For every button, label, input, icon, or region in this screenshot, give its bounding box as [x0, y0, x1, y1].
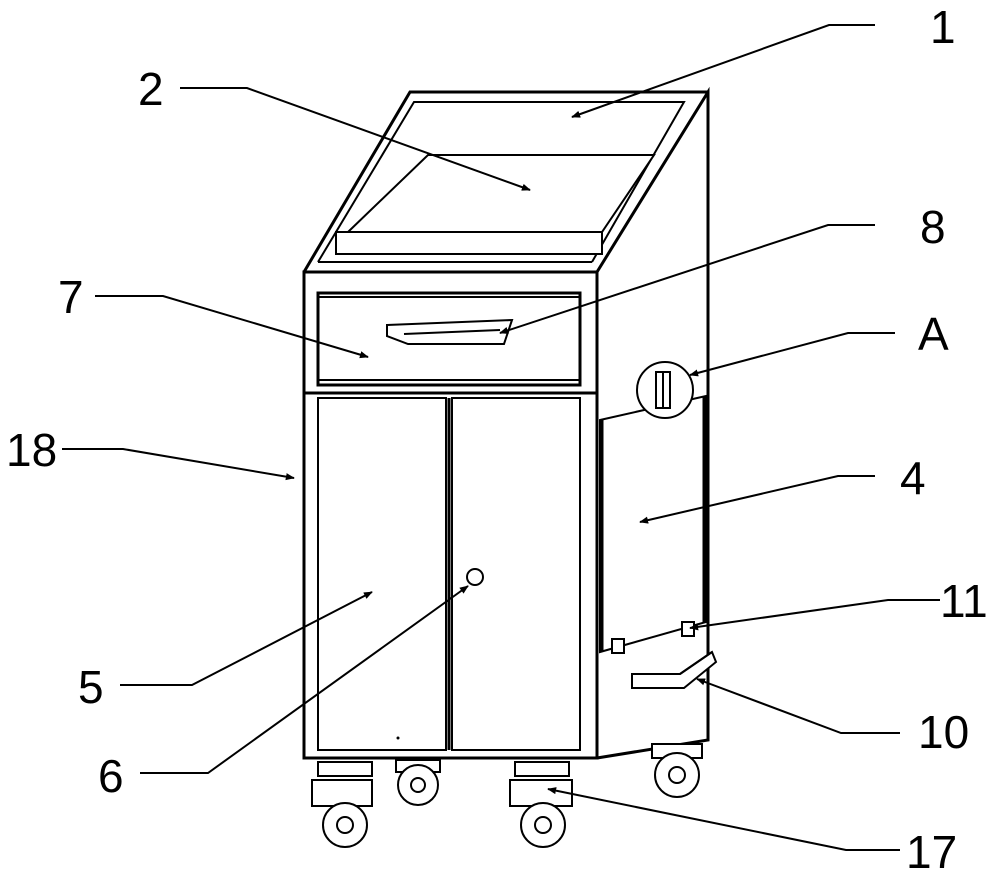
label-17: 17 [906, 826, 957, 876]
drawer [304, 293, 597, 393]
leader-a [690, 333, 895, 375]
label-11: 11 [940, 575, 988, 627]
leader-18 [62, 449, 294, 478]
leader-10 [697, 679, 900, 733]
left-door [318, 398, 446, 750]
label-7: 7 [58, 271, 84, 323]
doors [318, 398, 580, 750]
label-6: 6 [98, 750, 124, 802]
leader-17 [548, 789, 900, 850]
clip-right [682, 622, 694, 636]
labels: 1 2 8 7 A 18 4 11 5 10 6 17 [6, 1, 988, 876]
label-18: 18 [6, 424, 57, 476]
door-knob [467, 569, 483, 585]
label-4: 4 [900, 452, 926, 504]
label-8: 8 [920, 201, 946, 253]
leader-11 [690, 600, 940, 628]
leader-4 [640, 476, 875, 522]
leader-5 [120, 592, 372, 685]
side-door [600, 362, 716, 688]
label-a: A [918, 308, 949, 360]
leader-lines [62, 25, 940, 850]
board-ledge [336, 232, 602, 254]
clip-left [612, 639, 624, 653]
label-2: 2 [138, 63, 164, 115]
writing-board [348, 155, 654, 235]
label-1: 1 [930, 1, 956, 53]
leader-1 [572, 25, 875, 117]
cabinet-body [304, 92, 708, 758]
leader-7 [95, 296, 368, 357]
label-10: 10 [918, 706, 969, 758]
label-5: 5 [78, 661, 104, 713]
